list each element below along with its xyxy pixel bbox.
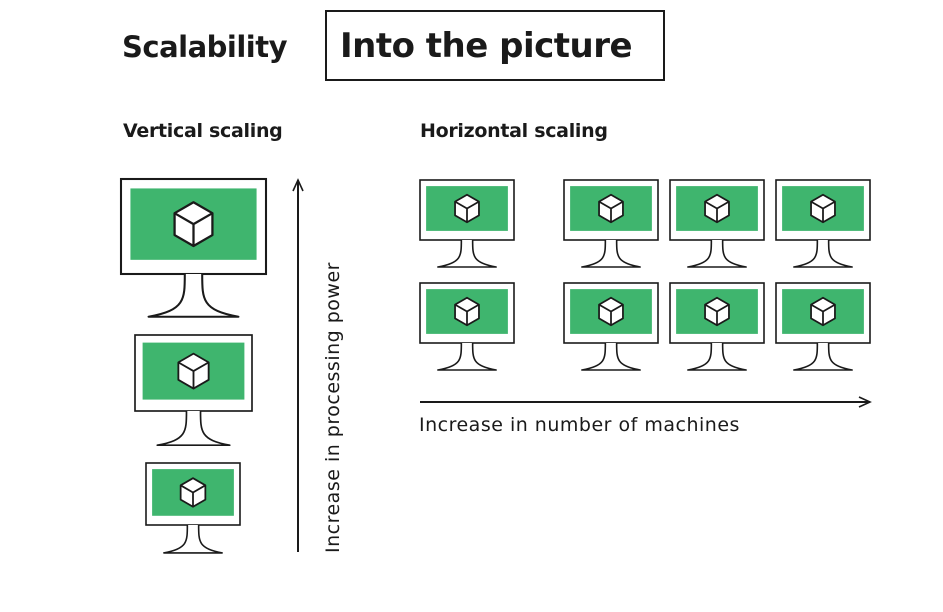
monitor-stand	[437, 239, 497, 268]
horizontal-monitor-r2-c4	[775, 282, 871, 371]
monitor-stand	[581, 342, 641, 371]
horizontal-scaling-heading: Horizontal scaling	[420, 120, 608, 142]
horizontal-monitor-r1-c2	[563, 179, 659, 268]
vertical-scaling-heading: Vertical scaling	[123, 120, 283, 142]
monitor-stand	[581, 239, 641, 268]
horizontal-monitor-r1-c3	[669, 179, 765, 268]
monitor-stand	[156, 410, 231, 447]
horizontal-monitor-r2-c1	[419, 282, 515, 371]
cube-icon	[454, 296, 480, 327]
vertical-monitor-small	[145, 462, 241, 554]
horizontal-monitor-r1-c1	[419, 179, 515, 268]
cube-icon	[810, 296, 836, 327]
monitor-stand	[147, 273, 240, 318]
cube-icon	[598, 296, 624, 327]
monitor-stand	[437, 342, 497, 371]
cube-icon	[810, 193, 836, 224]
vertical-monitor-large	[119, 177, 268, 318]
horizontal-monitor-r2-c3	[669, 282, 765, 371]
cube-icon	[179, 477, 207, 508]
monitor-stand	[163, 524, 223, 554]
cube-icon	[454, 193, 480, 224]
monitor-stand	[687, 342, 747, 371]
horizontal-axis-label: Increase in number of machines	[419, 414, 740, 436]
monitor-stand	[793, 239, 853, 268]
cube-icon	[704, 296, 730, 327]
page-title: Scalability	[122, 30, 288, 64]
cube-icon	[173, 201, 214, 248]
monitor-stand	[687, 239, 747, 268]
vertical-monitor-medium	[134, 334, 253, 447]
subtitle: Into the picture	[340, 26, 633, 66]
cube-icon	[704, 193, 730, 224]
vertical-axis-label: Increase in processing power	[322, 262, 344, 553]
cube-icon	[177, 352, 210, 390]
subtitle-box	[325, 10, 665, 81]
horizontal-monitor-r1-c4	[775, 179, 871, 268]
cube-icon	[598, 193, 624, 224]
horizontal-monitor-r2-c2	[563, 282, 659, 371]
monitor-stand	[793, 342, 853, 371]
